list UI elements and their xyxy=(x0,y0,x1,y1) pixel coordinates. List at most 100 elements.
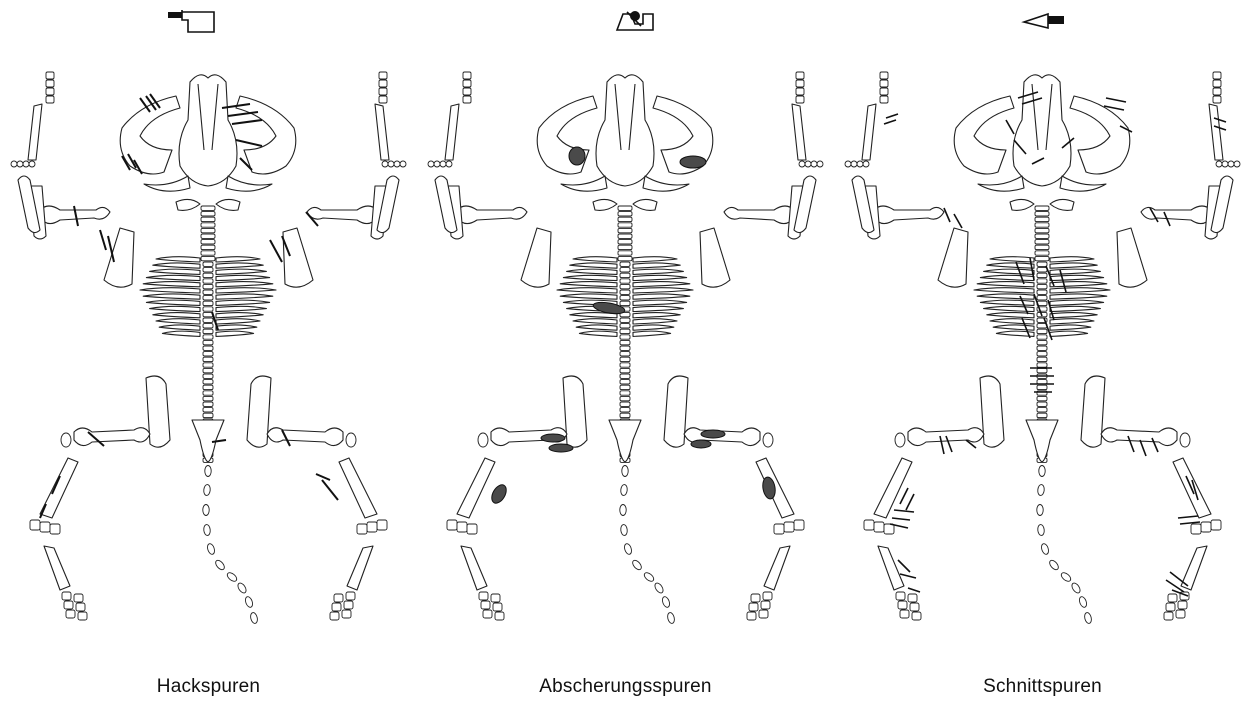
vertebra xyxy=(620,284,630,288)
phalanx-right xyxy=(1213,96,1221,103)
rib-right xyxy=(1050,282,1107,287)
rib-right xyxy=(633,294,690,299)
humerus-right xyxy=(1141,206,1211,224)
vertebra xyxy=(201,256,215,260)
phalanx-left xyxy=(46,96,54,103)
vertebra xyxy=(1037,329,1047,333)
vertebra xyxy=(620,296,630,300)
toe-phalanx-left xyxy=(62,592,71,600)
vertebra xyxy=(203,363,213,367)
vertebra xyxy=(1035,212,1049,216)
toe-phalanx-left xyxy=(74,594,83,602)
rib-right xyxy=(633,263,680,268)
vertebra xyxy=(1035,245,1049,249)
zygomatic-right xyxy=(643,176,689,191)
vertebra xyxy=(1035,223,1049,227)
rib-right xyxy=(1050,275,1104,280)
rib-left xyxy=(560,294,617,299)
metatarsal-left xyxy=(461,546,487,590)
rib-left xyxy=(993,325,1034,330)
tarsal-right xyxy=(1201,522,1211,532)
femur-right xyxy=(1101,428,1177,446)
phalanx-left xyxy=(880,72,888,79)
rib-left xyxy=(573,319,617,324)
carpal-left xyxy=(17,161,23,167)
tibia-left xyxy=(457,458,495,518)
vertebra xyxy=(620,268,630,272)
rib-right xyxy=(216,294,273,299)
sacrum xyxy=(1026,420,1058,462)
vertebra xyxy=(201,206,215,210)
humerus-right xyxy=(307,206,377,224)
vertebra xyxy=(1035,234,1049,238)
rib-right xyxy=(1050,288,1110,293)
skeleton-diagram-shear xyxy=(417,0,834,660)
phalanx-left xyxy=(880,96,888,103)
scapula-right xyxy=(283,228,313,287)
pelvis-left xyxy=(146,376,170,447)
phalanx-right xyxy=(796,80,804,87)
pelvis-right xyxy=(664,376,688,447)
vertebra xyxy=(1037,340,1047,344)
vertebra xyxy=(1037,396,1047,400)
toe-phalanx-left xyxy=(481,601,490,609)
vertebra xyxy=(1035,256,1049,260)
vertebra xyxy=(620,290,630,294)
phalanx-left xyxy=(463,72,471,79)
trace-mark xyxy=(884,120,896,124)
trace-mark xyxy=(1178,516,1198,518)
trace-mark xyxy=(316,474,330,480)
phalanx-right xyxy=(1213,72,1221,79)
rib-right xyxy=(633,257,677,262)
vertebra xyxy=(203,385,213,389)
trace-mark xyxy=(900,488,908,504)
vertebra xyxy=(203,335,213,339)
vertebra xyxy=(203,273,213,277)
vertebra xyxy=(203,296,213,300)
rib-right xyxy=(1050,319,1094,324)
skull xyxy=(179,75,237,186)
rib-right xyxy=(1050,313,1097,318)
rib-right xyxy=(633,313,680,318)
toe-phalanx-right xyxy=(1164,612,1173,620)
tarsal-left xyxy=(864,520,874,530)
rib-left xyxy=(150,269,200,274)
tarsal-left xyxy=(874,522,884,532)
skeleton-diagram-cut xyxy=(834,0,1251,660)
tail-vertebra xyxy=(205,466,211,477)
pelvis-left xyxy=(563,376,587,447)
tarsal-left xyxy=(30,520,40,530)
vertebra xyxy=(620,396,630,400)
carpal-right xyxy=(400,161,406,167)
carpal-right xyxy=(1234,161,1240,167)
rib-left xyxy=(153,313,200,318)
tail-vertebra xyxy=(631,559,643,572)
rib-left xyxy=(974,288,1034,293)
vertebra xyxy=(1035,240,1049,244)
toe-phalanx-right xyxy=(330,612,339,620)
carpal-left xyxy=(440,161,446,167)
vertebra xyxy=(203,352,213,356)
zygomatic-left xyxy=(561,176,607,191)
phalanx-right xyxy=(379,80,387,87)
vertebra xyxy=(203,324,213,328)
tail-vertebra xyxy=(653,582,664,595)
scapula-right xyxy=(700,228,730,287)
vertebra xyxy=(618,240,632,244)
sacrum xyxy=(609,420,641,462)
vertebra xyxy=(1037,262,1047,266)
tarsal-left xyxy=(50,524,60,534)
rib-right xyxy=(216,319,260,324)
phalanx-right xyxy=(796,88,804,95)
tail-vertebra xyxy=(620,524,627,536)
panel-caption-schnittspuren: Schnittspuren xyxy=(834,676,1251,698)
vertebra xyxy=(620,329,630,333)
phalanx-right xyxy=(796,96,804,103)
vertebra xyxy=(203,318,213,322)
phalanx-left xyxy=(880,80,888,87)
toe-phalanx-left xyxy=(64,601,73,609)
toe-phalanx-left xyxy=(898,601,907,609)
shear-mark xyxy=(489,482,509,505)
toe-phalanx-left xyxy=(910,603,919,611)
metatarsal-right xyxy=(764,546,790,590)
